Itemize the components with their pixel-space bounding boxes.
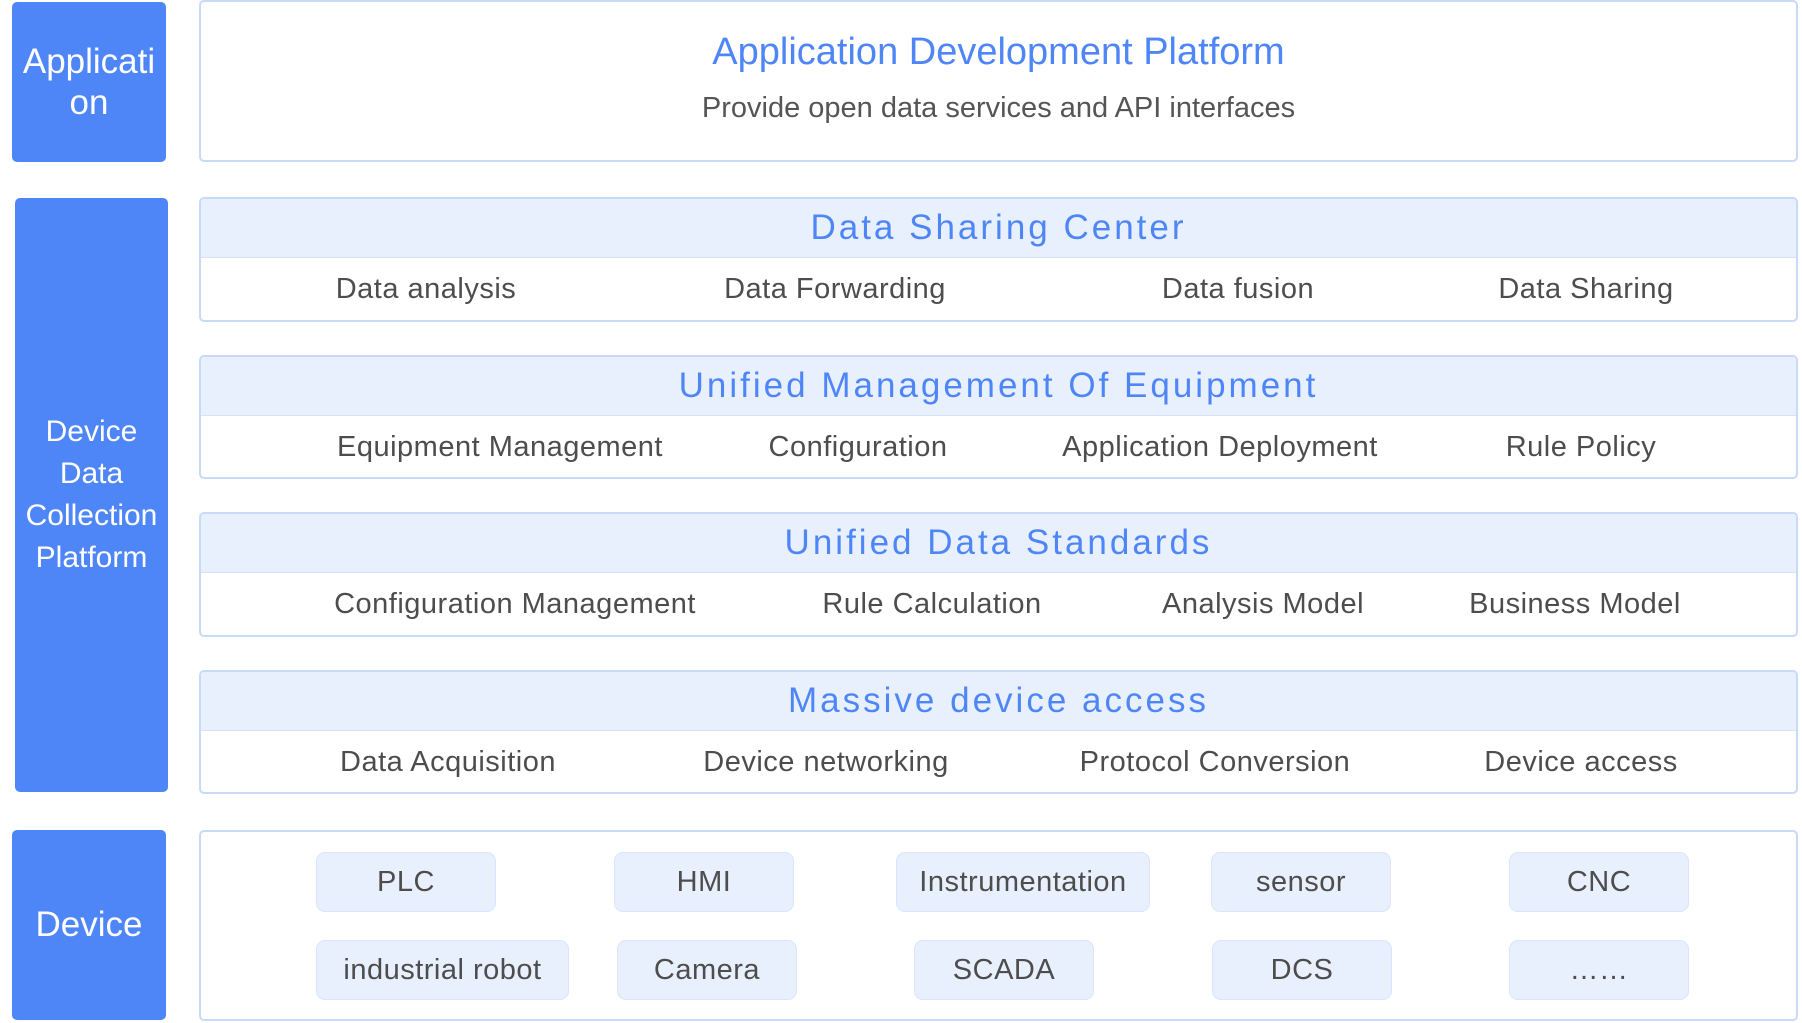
platform-side-label: Device Data Collection Platform [15, 198, 168, 792]
layer-item: Data analysis [335, 273, 517, 305]
layer-unified-data-standards: Unified Data Standards Configuration Man… [199, 512, 1798, 637]
layer-massive-device-access: Massive device access Data Acquisition D… [199, 670, 1798, 794]
layer-title: Unified Management Of Equipment [201, 357, 1796, 416]
layer-items-row: Configuration Management Rule Calculatio… [201, 573, 1796, 635]
layer-unified-management-of-equipment: Unified Management Of Equipment Equipmen… [199, 355, 1798, 479]
device-chip-plc: PLC [316, 852, 496, 912]
device-side-label: Device [12, 830, 166, 1020]
layer-item: Application Deployment [1062, 431, 1378, 463]
layer-item: Analysis Model [1161, 588, 1365, 620]
device-layer-box: PLC HMI Instrumentation sensor CNC indus… [199, 830, 1798, 1021]
layer-item: Equipment Management [337, 431, 663, 463]
device-chip-scada: SCADA [914, 940, 1094, 1000]
application-layer-title: Application Development Platform [712, 31, 1285, 73]
layer-title: Data Sharing Center [201, 199, 1796, 258]
platform-side-label-text: Device Data Collection Platform [25, 415, 158, 574]
layer-item: Data Acquisition [340, 746, 556, 778]
application-layer-subtitle: Provide open data services and API inter… [701, 92, 1296, 124]
device-side-label-text: Device [35, 905, 143, 944]
layer-items-row: Data Acquisition Device networking Proto… [201, 731, 1796, 792]
layer-items-row: Data analysis Data Forwarding Data fusio… [201, 258, 1796, 320]
device-chip-instrumentation: Instrumentation [896, 852, 1150, 912]
layer-item: Rule Calculation [822, 588, 1042, 620]
application-side-label: Application [12, 2, 166, 162]
layer-item: Rule Policy [1505, 431, 1657, 463]
device-chip-sensor: sensor [1211, 852, 1391, 912]
device-chip-cnc: CNC [1509, 852, 1689, 912]
layer-title: Massive device access [201, 672, 1796, 731]
layer-item: Device access [1484, 746, 1678, 778]
layer-item: Business Model [1469, 588, 1681, 620]
layer-title: Unified Data Standards [201, 514, 1796, 573]
layer-item: Device networking [703, 746, 949, 778]
application-layer-box: Application Development Platform Provide… [199, 0, 1798, 162]
device-chip-dcs: DCS [1212, 940, 1392, 1000]
layer-items-row: Equipment Management Configuration Appli… [201, 416, 1796, 477]
device-chip-industrial-robot: industrial robot [316, 940, 569, 1000]
device-chip-hmi: HMI [614, 852, 794, 912]
layer-item: Configuration [768, 431, 948, 463]
device-chip-more: …… [1509, 940, 1689, 1000]
layer-data-sharing-center: Data Sharing Center Data analysis Data F… [199, 197, 1798, 322]
layer-item: Configuration Management [334, 588, 696, 620]
application-side-label-text: Application [22, 42, 156, 122]
layer-item: Protocol Conversion [1079, 746, 1351, 778]
layer-item: Data fusion [1161, 273, 1315, 305]
device-chip-camera: Camera [617, 940, 797, 1000]
layer-item: Data Sharing [1498, 273, 1674, 305]
layer-item: Data Forwarding [724, 273, 946, 305]
